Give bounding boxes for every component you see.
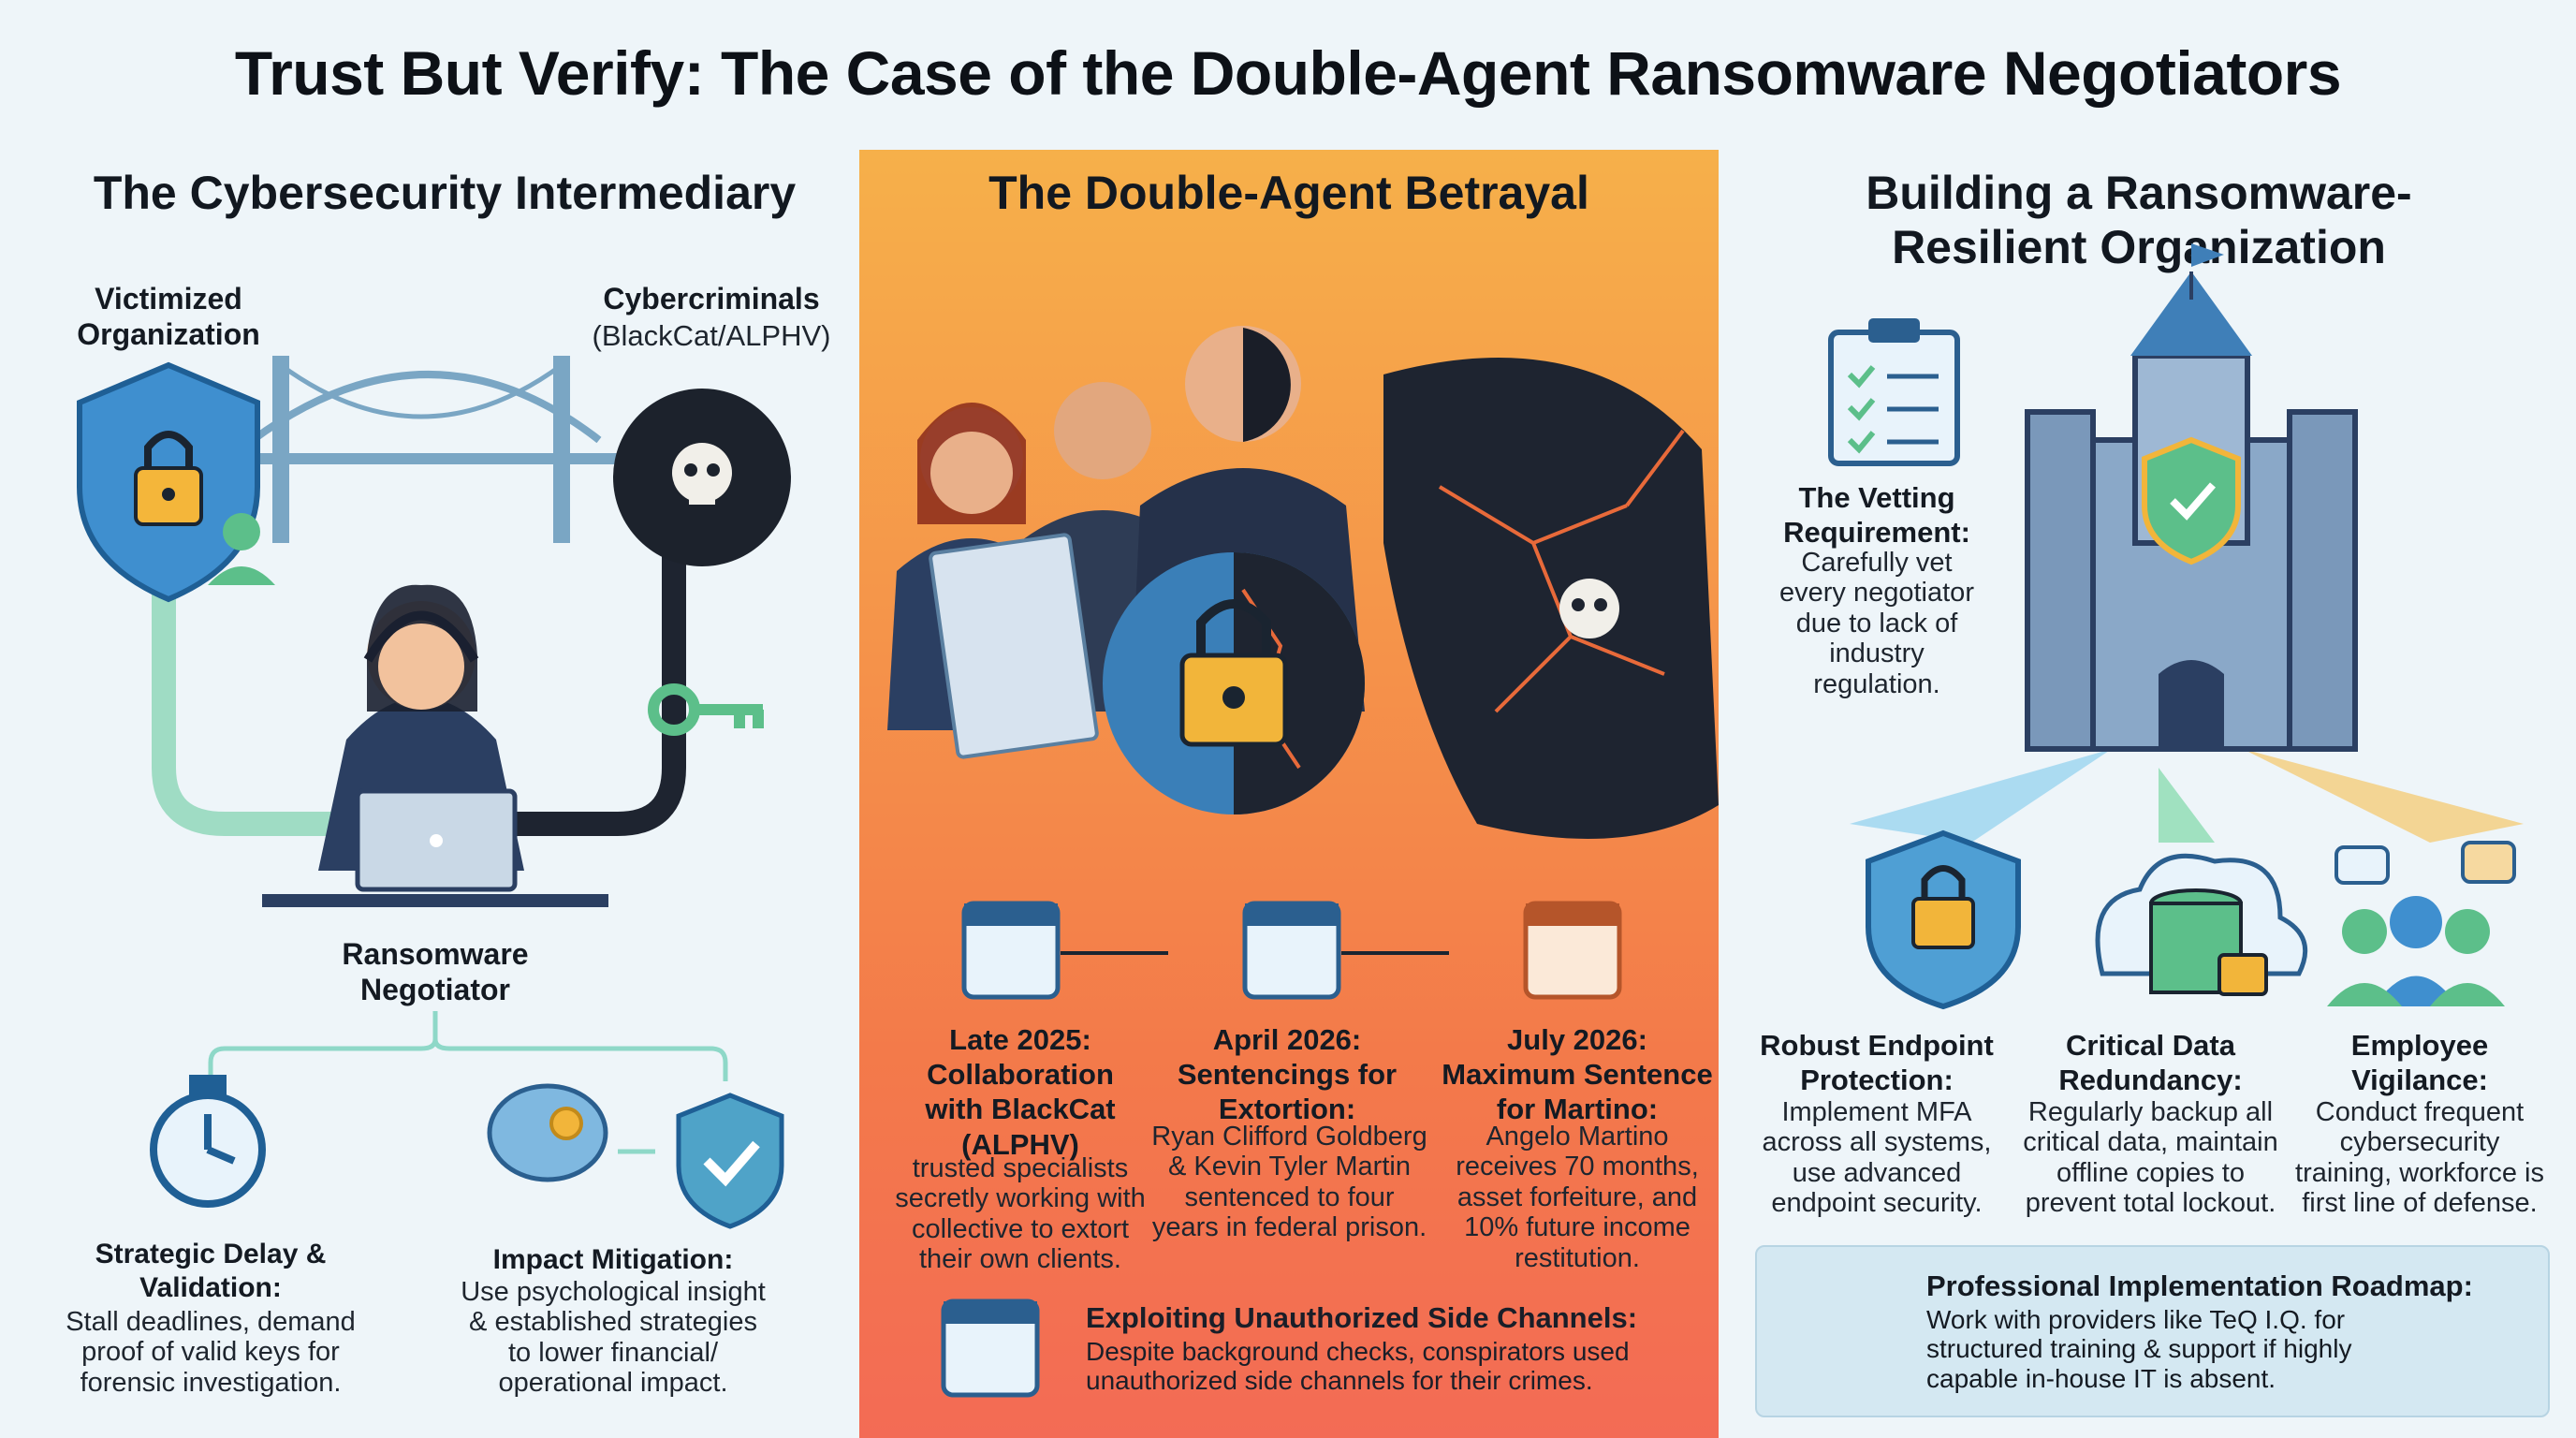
timeline-text-3: Angelo Martino receives 70 months, asset… xyxy=(1456,1122,1699,1273)
right-illustrations xyxy=(1777,243,2528,1370)
negotiator-label: Ransomware Negotiator xyxy=(342,937,529,1007)
flow-arrow-left xyxy=(152,571,356,836)
shield-lock-icon xyxy=(1866,829,2021,1010)
calendar-icon xyxy=(1523,901,1622,1000)
calendar-icon xyxy=(1242,901,1341,1000)
laptop-icon xyxy=(355,788,518,892)
side-channel-text: Despite background checks, conspirators … xyxy=(1086,1337,1630,1396)
stopwatch-icon xyxy=(150,1075,266,1208)
user-icon xyxy=(208,513,275,585)
team-icon xyxy=(2327,841,2516,1006)
delay-text: Stall deadlines, demand proof of valid k… xyxy=(66,1307,356,1398)
roadmap-box xyxy=(1755,1245,2550,1417)
network-lines xyxy=(1438,429,1685,713)
impact-text: Use psychological insight & established … xyxy=(461,1277,766,1399)
roadmap-title: Professional Implementation Roadmap: xyxy=(1926,1269,2473,1302)
victim-label: Victimized Organization xyxy=(77,282,260,352)
page-title: Trust But Verify: The Case of the Double… xyxy=(234,38,2342,108)
document-icon xyxy=(929,533,1099,759)
key-icon xyxy=(648,683,764,736)
timeline-text-1: trusted specialists secretly working wit… xyxy=(895,1153,1146,1275)
delay-title: Strategic Delay & Validation: xyxy=(95,1239,327,1303)
criminals-sub: (BlackCat/ALPHV) xyxy=(592,319,831,352)
flow-arrow-right xyxy=(505,496,686,836)
pillar-title-1: Robust Endpoint Protection: xyxy=(1760,1029,1994,1097)
timeline-title-2: April 2026: Sentencings for Extortion: xyxy=(1177,1023,1398,1126)
left-header: The Cybersecurity Intermediary xyxy=(93,167,797,219)
bridge-icon xyxy=(215,356,646,543)
database-cloud-icon xyxy=(2095,853,2308,996)
pillar-text-3: Conduct frequent cybersecurity training,… xyxy=(2295,1097,2544,1219)
globe-lock-icon xyxy=(1103,552,1365,814)
dark-network-shape xyxy=(1383,358,1719,839)
vetting-title: The Vetting Requirement: xyxy=(1783,481,1970,550)
castle-icon xyxy=(2025,243,2358,752)
middle-header: The Double-Agent Betrayal xyxy=(988,167,1589,219)
left-illustrations xyxy=(77,356,791,1229)
branch-connector xyxy=(208,1011,728,1081)
right-header: Building a Ransomware-Resilient Organiza… xyxy=(1866,167,2412,273)
side-channel-title: Exploiting Unauthorized Side Channels: xyxy=(1086,1301,1638,1334)
pillar-text-1: Implement MFA across all systems, use ad… xyxy=(1762,1097,1992,1219)
checklist-icon xyxy=(1828,318,1960,466)
skull-icon xyxy=(1559,579,1619,638)
skull-icon xyxy=(613,389,791,566)
calendar-icon xyxy=(941,1299,1040,1398)
shield-lock-icon xyxy=(77,361,260,603)
pillar-text-2: Regularly backup all critical data, main… xyxy=(2023,1097,2278,1219)
brain-icon xyxy=(487,1083,608,1182)
timeline-title-1: Late 2025: Collaboration with BlackCat (… xyxy=(925,1023,1116,1161)
shield-check-icon xyxy=(676,1093,784,1229)
vetting-text: Carefully vet every negotiator due to la… xyxy=(1779,548,1974,699)
impact-title: Impact Mitigation: xyxy=(492,1244,734,1275)
calendar-icon xyxy=(961,901,1061,1000)
timeline-title-3: July 2026: Maximum Sentence for Martino: xyxy=(1442,1023,1713,1126)
timeline-text-2: Ryan Clifford Goldberg & Kevin Tyler Mar… xyxy=(1151,1122,1427,1243)
pillar-title-2: Critical Data Redundancy: xyxy=(2058,1029,2243,1097)
pillar-title-3: Employee Vigilance: xyxy=(2350,1029,2489,1097)
desk xyxy=(262,894,608,907)
roadmap-text: Work with providers like TeQ I.Q. for st… xyxy=(1926,1305,2352,1393)
criminals-label: Cybercriminals xyxy=(603,282,820,315)
betrayal-illustration xyxy=(887,326,1719,1398)
